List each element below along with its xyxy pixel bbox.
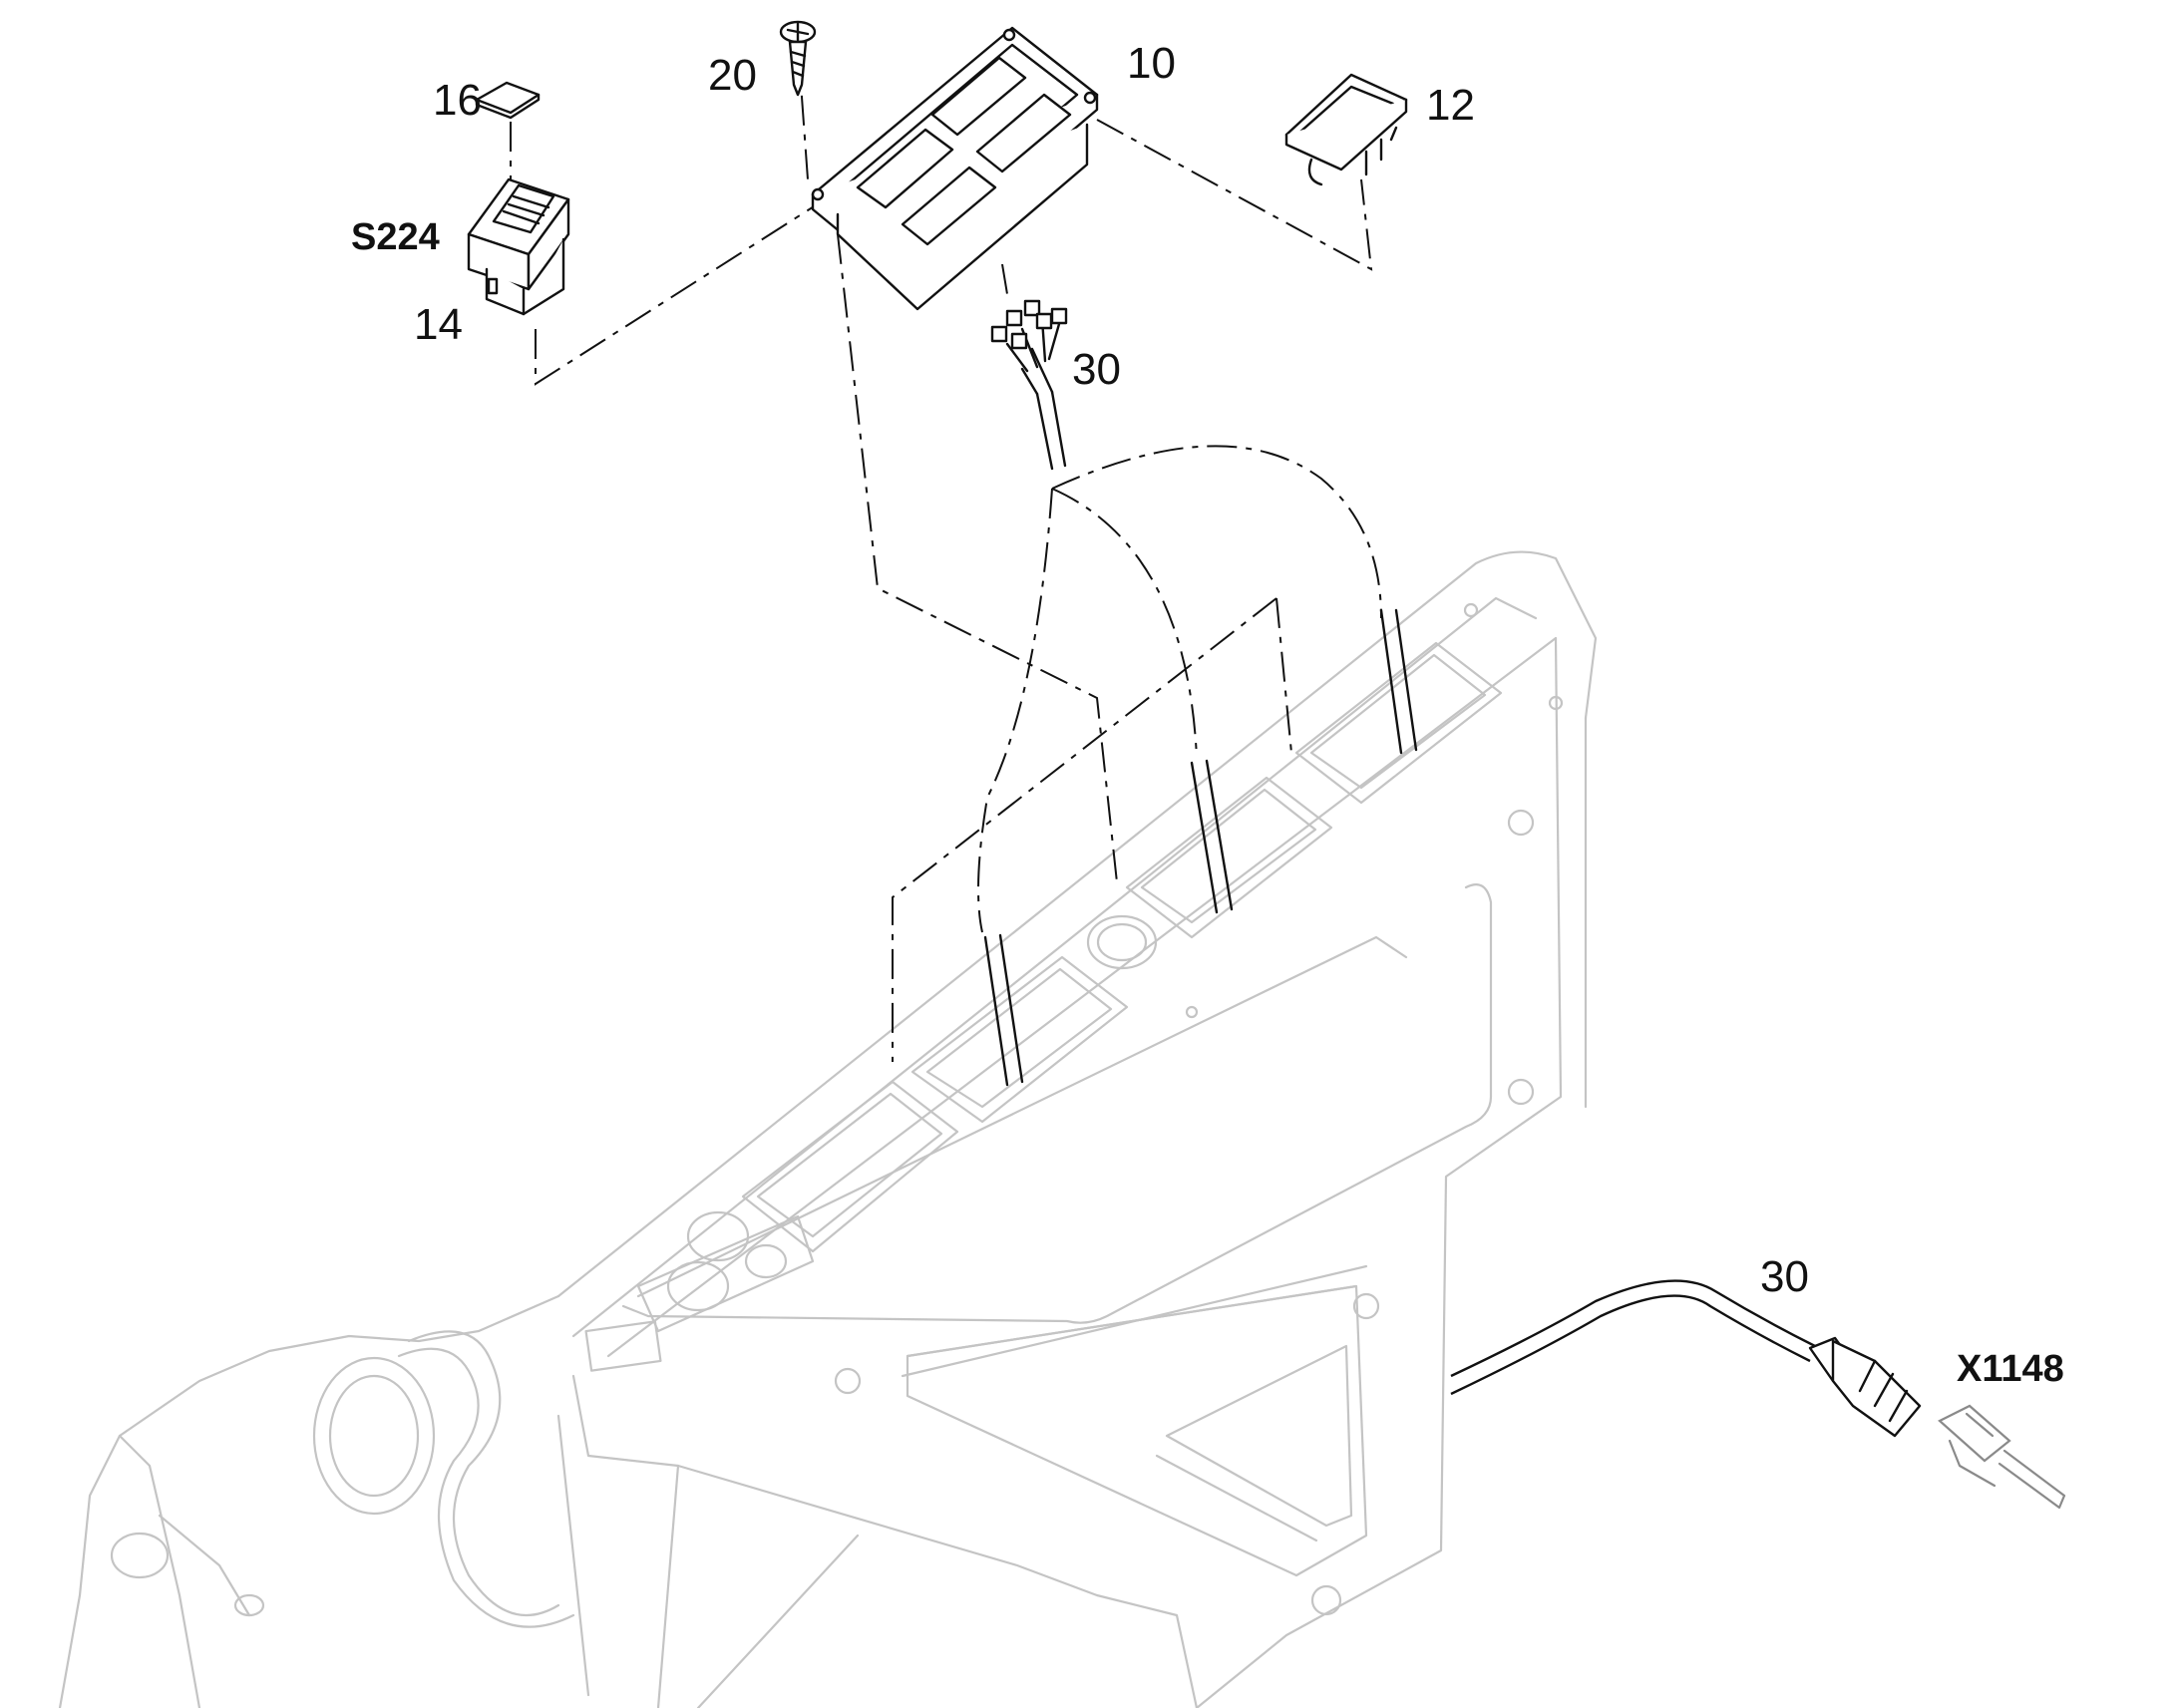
ref-label-x1148: X1148 — [1957, 1348, 2064, 1390]
callout-30-upper: 30 — [1072, 345, 1121, 394]
console-frame — [58, 550, 1598, 1708]
blank-cover-12 — [1284, 73, 1408, 186]
harness-route-c — [977, 488, 1053, 933]
callouts: 16 S224 14 20 10 12 30 30 X1148 — [351, 39, 2064, 1390]
ref-label-s224: S224 — [351, 216, 440, 258]
rocker-switch-14 — [467, 177, 570, 316]
harness-route-b — [1051, 488, 1198, 759]
screw-20 — [779, 20, 817, 97]
callout-20: 20 — [708, 51, 757, 100]
callout-14: 14 — [414, 300, 463, 349]
leader-openings — [892, 597, 1292, 1062]
leader-switch-to-bezel — [535, 193, 834, 386]
leader-lines — [510, 41, 1382, 1062]
callout-10: 10 — [1127, 39, 1176, 88]
wire-harness-30-upper — [990, 299, 1068, 471]
leader-harness — [1001, 263, 1008, 295]
switch-bezel-10 — [811, 26, 1099, 311]
callout-16: 16 — [433, 76, 482, 125]
callout-12: 12 — [1426, 81, 1475, 130]
harness-route-a — [1051, 445, 1382, 619]
cap-16 — [475, 81, 541, 120]
mating-plug-x1148 — [1938, 1404, 2066, 1510]
callout-30-lower: 30 — [1760, 1252, 1809, 1301]
cable-30-lower — [1450, 1279, 1922, 1438]
harness-stubs — [983, 608, 1418, 1087]
leader-bezel-to-cover-12 — [1096, 119, 1373, 271]
leader-bezel-to-console — [837, 233, 1118, 883]
